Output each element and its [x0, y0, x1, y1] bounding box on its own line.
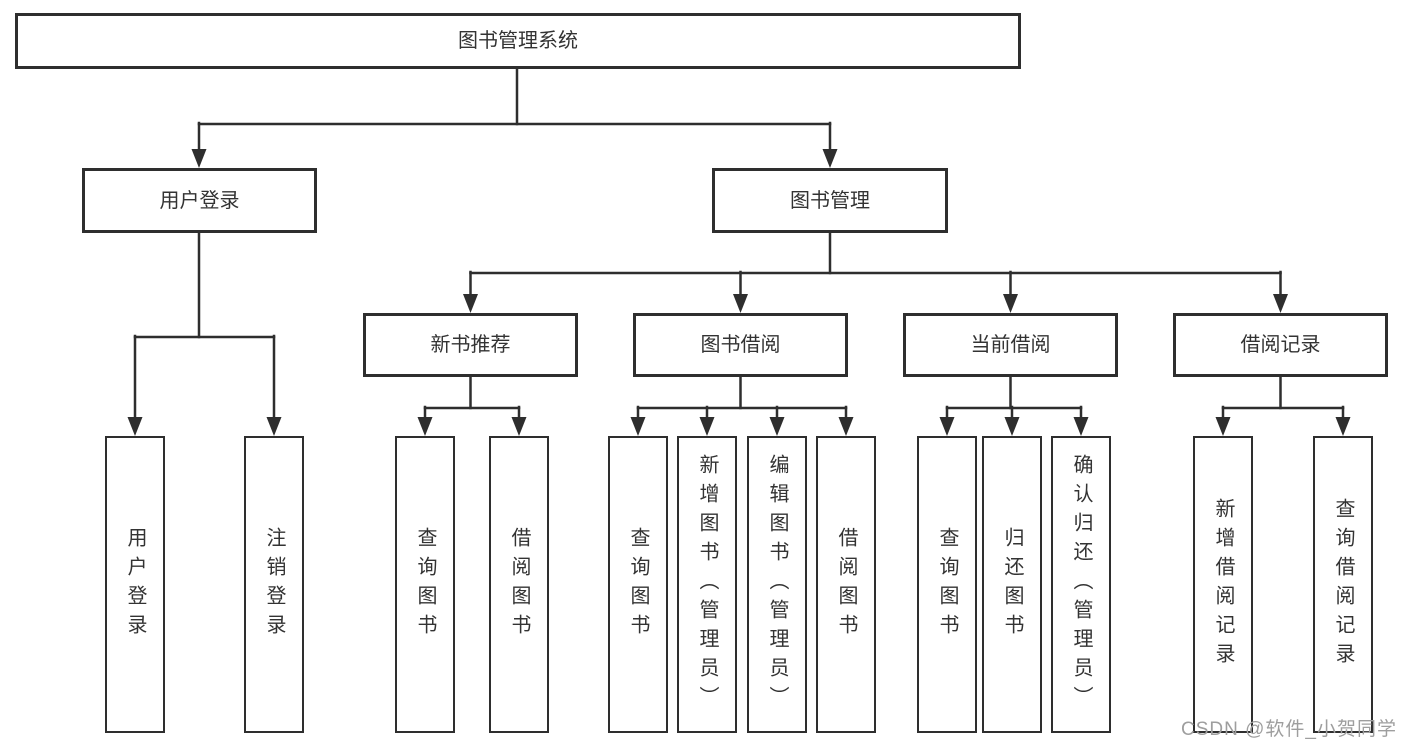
leaf-query-book-3: 查询图书	[917, 436, 977, 733]
node-label: 新增图书（管理员）	[696, 454, 718, 715]
node-label: 借阅记录	[1240, 334, 1321, 356]
csdn-watermark: CSDN @软件_小贺同学	[1181, 719, 1397, 740]
node-label: 当前借阅	[970, 334, 1051, 356]
leaf-query-borrow-record: 查询借阅记录	[1313, 436, 1373, 733]
node-user-login: 用户登录	[82, 168, 317, 233]
node-label: 新书推荐	[430, 334, 511, 356]
node-label: 用户登录	[159, 189, 240, 212]
node-label: 归还图书	[1001, 526, 1023, 643]
node-label: 查询图书	[627, 526, 649, 643]
node-borrow-record: 借阅记录	[1173, 313, 1388, 377]
node-label: 借阅图书	[508, 526, 530, 643]
node-label: 编辑图书（管理员）	[766, 454, 788, 715]
node-new-book-recommend: 新书推荐	[363, 313, 578, 377]
node-label: 新增借阅记录	[1212, 497, 1234, 672]
leaf-borrow-book-2: 借阅图书	[816, 436, 876, 733]
node-label: 确认归还（管理员）	[1070, 454, 1092, 715]
leaf-confirm-return-admin: 确认归还（管理员）	[1051, 436, 1111, 733]
leaf-edit-book-admin: 编辑图书（管理员）	[747, 436, 807, 733]
node-book-management: 图书管理	[712, 168, 948, 233]
leaf-add-borrow-record: 新增借阅记录	[1193, 436, 1253, 733]
node-label: 图书管理系统	[458, 30, 578, 52]
node-current-borrow: 当前借阅	[903, 313, 1118, 377]
leaf-add-book-admin: 新增图书（管理员）	[677, 436, 737, 733]
leaf-user-login: 用户登录	[105, 436, 165, 733]
node-label: 查询图书	[414, 526, 436, 643]
node-label: 图书借阅	[700, 334, 781, 356]
node-label: 查询借阅记录	[1332, 497, 1354, 672]
leaf-query-book-1: 查询图书	[395, 436, 455, 733]
leaf-query-book-2: 查询图书	[608, 436, 668, 733]
node-root-system: 图书管理系统	[15, 13, 1021, 69]
node-label: 借阅图书	[835, 526, 857, 643]
node-label: 查询图书	[936, 526, 958, 643]
node-label: 用户登录	[124, 526, 146, 643]
node-label: 注销登录	[263, 526, 285, 643]
arrowheads	[127, 149, 1351, 436]
leaf-borrow-book-1: 借阅图书	[489, 436, 549, 733]
node-book-borrow: 图书借阅	[633, 313, 848, 377]
node-label: 图书管理	[790, 189, 870, 212]
leaf-logout: 注销登录	[244, 436, 304, 733]
leaf-return-book: 归还图书	[982, 436, 1042, 733]
